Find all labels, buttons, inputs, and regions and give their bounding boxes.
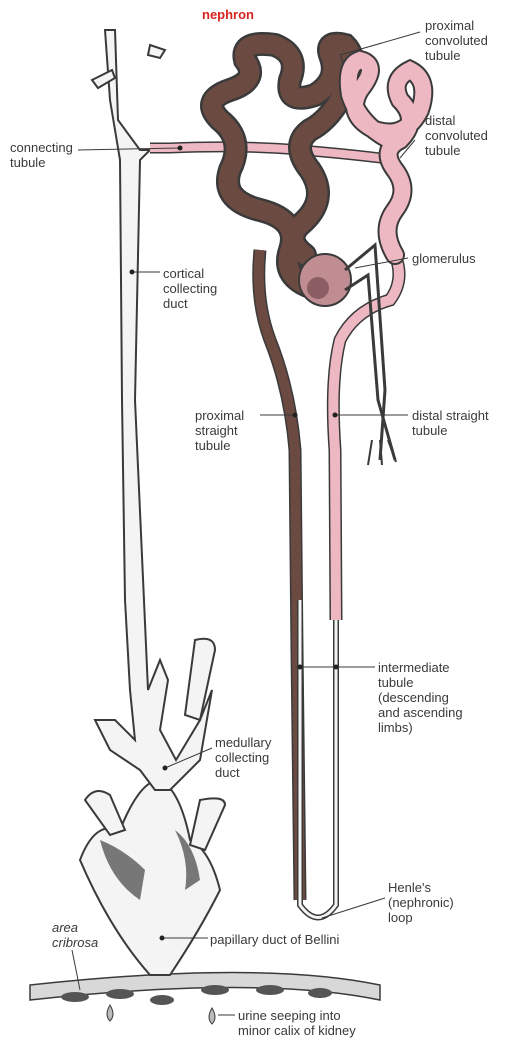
label-glomerulus: glomerulus xyxy=(412,251,476,266)
cribrosa-pore xyxy=(150,995,174,1005)
label-connecting-tubule: connecting tubule xyxy=(10,140,73,170)
label-dot xyxy=(130,270,135,275)
label-urine-seeping: urine seeping into minor calix of kidney xyxy=(238,1008,356,1038)
label-dot xyxy=(334,665,339,670)
label-cortical-collecting-duct: cortical collecting duct xyxy=(163,266,217,311)
label-proximal-convoluted-tubule: proximal convoluted tubule xyxy=(425,18,488,63)
cribrosa-pore xyxy=(256,985,284,995)
urine-drop xyxy=(107,1005,113,1021)
glomerulus-center xyxy=(307,277,329,299)
label-dot xyxy=(160,936,165,941)
label-papillary-duct: papillary duct of Bellini xyxy=(210,932,339,947)
proximal-convoluted-tubule-fill xyxy=(212,44,353,290)
cribrosa-pore xyxy=(308,988,332,998)
label-dot xyxy=(293,413,298,418)
label-dot xyxy=(178,146,183,151)
cribrosa-pore xyxy=(106,989,134,999)
duct-branch xyxy=(190,798,225,850)
label-dot xyxy=(163,766,168,771)
urine-drop xyxy=(209,1008,215,1024)
duct-branch xyxy=(148,45,165,58)
label-distal-convoluted-tubule: distal convoluted tubule xyxy=(425,113,488,158)
duct-branch xyxy=(85,791,125,835)
label-henles-loop: Henle's (nephronic) loop xyxy=(388,880,454,925)
label-area-cribrosa: area cribrosa xyxy=(52,920,98,950)
duct-branch xyxy=(185,639,215,720)
label-intermediate-tubule: intermediate tubule (descending and asce… xyxy=(378,660,463,735)
cribrosa-pore xyxy=(201,985,229,995)
cribrosa-pore xyxy=(61,992,89,1002)
label-dot xyxy=(298,665,303,670)
label-proximal-straight-tubule: proximal straight tubule xyxy=(195,408,244,453)
label-distal-straight-tubule: distal straight tubule xyxy=(412,408,489,438)
label-dot xyxy=(333,413,338,418)
label-medullary-collecting-duct: medullary collecting duct xyxy=(215,735,271,780)
